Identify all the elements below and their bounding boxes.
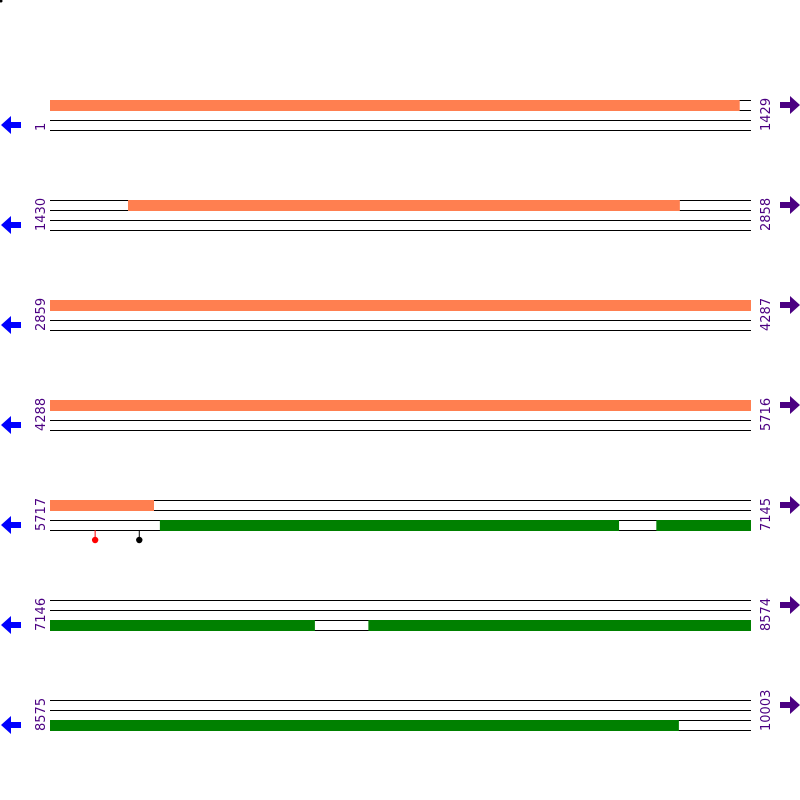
sequence-row-6: 7146 8574 <box>1 596 800 634</box>
feature-orange <box>50 400 751 411</box>
row-end-label: 4287 <box>759 298 774 331</box>
right-arrow-icon <box>780 696 800 714</box>
sequence-row-1: 1 1429 <box>1 96 800 134</box>
left-arrow-icon <box>1 216 21 234</box>
row-start-label: 5717 <box>34 498 49 531</box>
left-arrow-icon <box>1 416 21 434</box>
feature-green <box>159 520 620 531</box>
row-end-label: 5716 <box>759 398 774 431</box>
left-arrow-icon <box>1 616 21 634</box>
sequence-row-3: 2859 4287 <box>1 296 800 334</box>
feature-green <box>50 620 315 631</box>
right-arrow-icon <box>780 96 800 114</box>
row-start-label: 1430 <box>34 198 49 231</box>
left-arrow-icon <box>1 716 21 734</box>
right-arrow-icon <box>780 196 800 214</box>
sequence-row-4: 4288 5716 <box>1 396 800 434</box>
marker-black <box>136 536 143 544</box>
row-end-label: 8574 <box>759 598 774 631</box>
left-arrow-icon <box>1 316 21 334</box>
feature-green <box>50 720 679 731</box>
feature-orange <box>127 200 680 211</box>
row-end-label: 1429 <box>759 98 774 131</box>
right-arrow-icon <box>780 296 800 314</box>
row-start-label: 2859 <box>34 298 49 331</box>
sequence-row-2: 1430 2858 <box>1 196 800 234</box>
left-arrow-icon <box>1 116 21 134</box>
feature-orange <box>50 300 751 311</box>
marker-red <box>91 536 99 544</box>
left-arrow-icon <box>1 516 21 534</box>
feature-orange <box>50 500 154 511</box>
row-end-label: 2858 <box>759 198 774 231</box>
feature-green <box>656 520 751 531</box>
row-end-label: 10003 <box>759 690 774 731</box>
sequence-row-7: 8575 10003 <box>1 690 800 734</box>
row-end-label: 7145 <box>759 498 774 531</box>
corner-dot <box>0 0 3 3</box>
row-start-label: 8575 <box>34 698 49 731</box>
row-start-label: 4288 <box>34 398 49 431</box>
feature-orange <box>50 100 740 111</box>
sequence-row-5: 5717 7145 <box>1 496 800 544</box>
row-start-label: 7146 <box>34 598 49 631</box>
right-arrow-icon <box>780 596 800 614</box>
right-arrow-icon <box>780 396 800 414</box>
right-arrow-icon <box>780 496 800 514</box>
row-start-label: 1 <box>34 123 49 131</box>
feature-green <box>368 620 751 631</box>
